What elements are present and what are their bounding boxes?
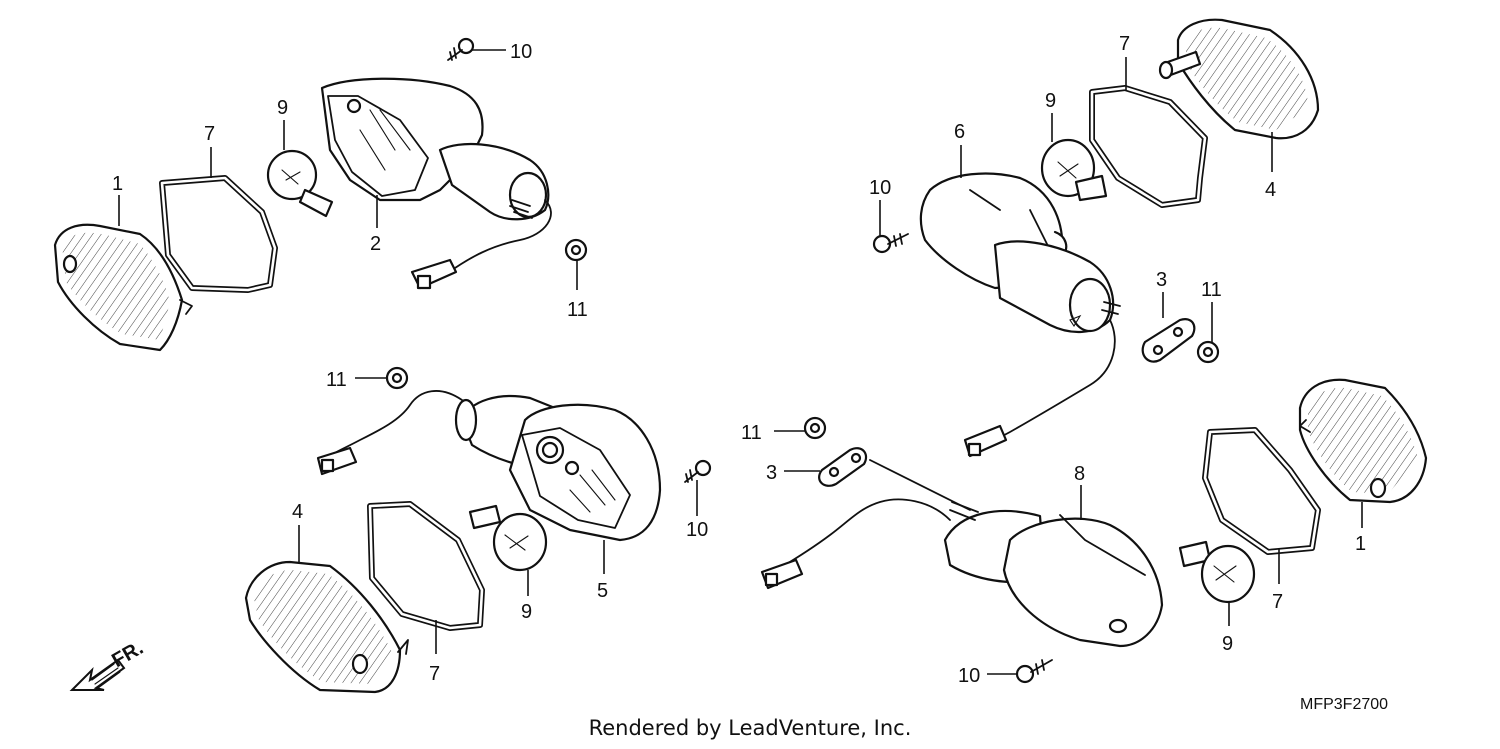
screw-part-10-bottom[interactable]: [1015, 659, 1053, 684]
callout-11-center-right: 11: [741, 422, 762, 444]
spacer-part-3-center[interactable]: [818, 447, 868, 487]
lens-part-4-bottom-left[interactable]: [244, 560, 409, 694]
callout-5: 5: [597, 580, 608, 602]
gasket-part-7-bottom-left[interactable]: [367, 501, 485, 631]
diagram-code: MFP3F2700: [1300, 696, 1389, 713]
callout-3-center: 3: [766, 462, 777, 484]
callout-9-top-left: 9: [277, 97, 288, 119]
lens-part-1-bottom-right[interactable]: [1298, 378, 1428, 504]
nut-part-11-right[interactable]: [1196, 340, 1220, 364]
callout-10-bottom: 10: [958, 665, 980, 687]
callout-6: 6: [954, 121, 965, 143]
bulb-part-9-top-right[interactable]: [1040, 138, 1108, 202]
housing-part-2-top-left[interactable]: [320, 77, 552, 290]
callout-10-top: 10: [510, 41, 532, 63]
bulb-part-9-center-left[interactable]: [468, 504, 548, 572]
callout-11-right: 11: [1201, 279, 1222, 301]
callout-1-top-left: 1: [112, 173, 123, 195]
callout-7-top-left: 7: [204, 123, 215, 145]
lens-part-4-top-right[interactable]: [1158, 18, 1320, 140]
housing-part-5[interactable]: [316, 390, 662, 542]
nut-part-11-top-left[interactable]: [564, 238, 588, 262]
gasket-part-7-bottom-right[interactable]: [1202, 427, 1321, 555]
callout-4-bottom-left: 4: [292, 501, 303, 523]
nut-part-11-center-left[interactable]: [385, 366, 409, 390]
callout-7-bottom-right: 7: [1272, 591, 1283, 613]
callout-11-center-left: 11: [326, 369, 347, 391]
callout-11-top-left: 11: [567, 299, 588, 321]
callout-2: 2: [370, 233, 381, 255]
screw-part-10-right[interactable]: [872, 233, 909, 254]
screw-part-10-center[interactable]: [684, 459, 712, 483]
callout-10-right: 10: [869, 177, 891, 199]
bulb-part-9-top-left[interactable]: [266, 149, 334, 218]
gasket-part-7-top-right[interactable]: [1089, 85, 1208, 208]
housing-part-8[interactable]: [760, 459, 1164, 648]
nut-part-11-center-right[interactable]: [803, 416, 827, 440]
callout-1-bottom-right: 1: [1355, 533, 1366, 555]
footer-credit: Rendered by LeadVenture, Inc.: [588, 716, 912, 740]
callout-10-center: 10: [686, 519, 708, 541]
housing-part-6[interactable]: [919, 172, 1121, 458]
lens-part-1-top-left[interactable]: [53, 223, 193, 352]
front-direction-arrow: FR.: [69, 637, 147, 691]
bulb-part-9-bottom-right[interactable]: [1178, 540, 1256, 604]
gasket-part-7-top-left[interactable]: [159, 175, 278, 293]
spacer-part-3-right[interactable]: [1141, 318, 1196, 363]
screw-part-10-top[interactable]: [447, 37, 475, 61]
callout-9-bottom-right: 9: [1222, 633, 1233, 655]
callout-9-center-left: 9: [521, 601, 532, 623]
callout-4-top-right: 4: [1265, 179, 1276, 201]
callout-7-top-right: 7: [1119, 33, 1130, 55]
callout-7-bottom-left: 7: [429, 663, 440, 685]
callout-3-right: 3: [1156, 269, 1167, 291]
callout-8: 8: [1074, 463, 1085, 485]
callout-9-top-right: 9: [1045, 90, 1056, 112]
